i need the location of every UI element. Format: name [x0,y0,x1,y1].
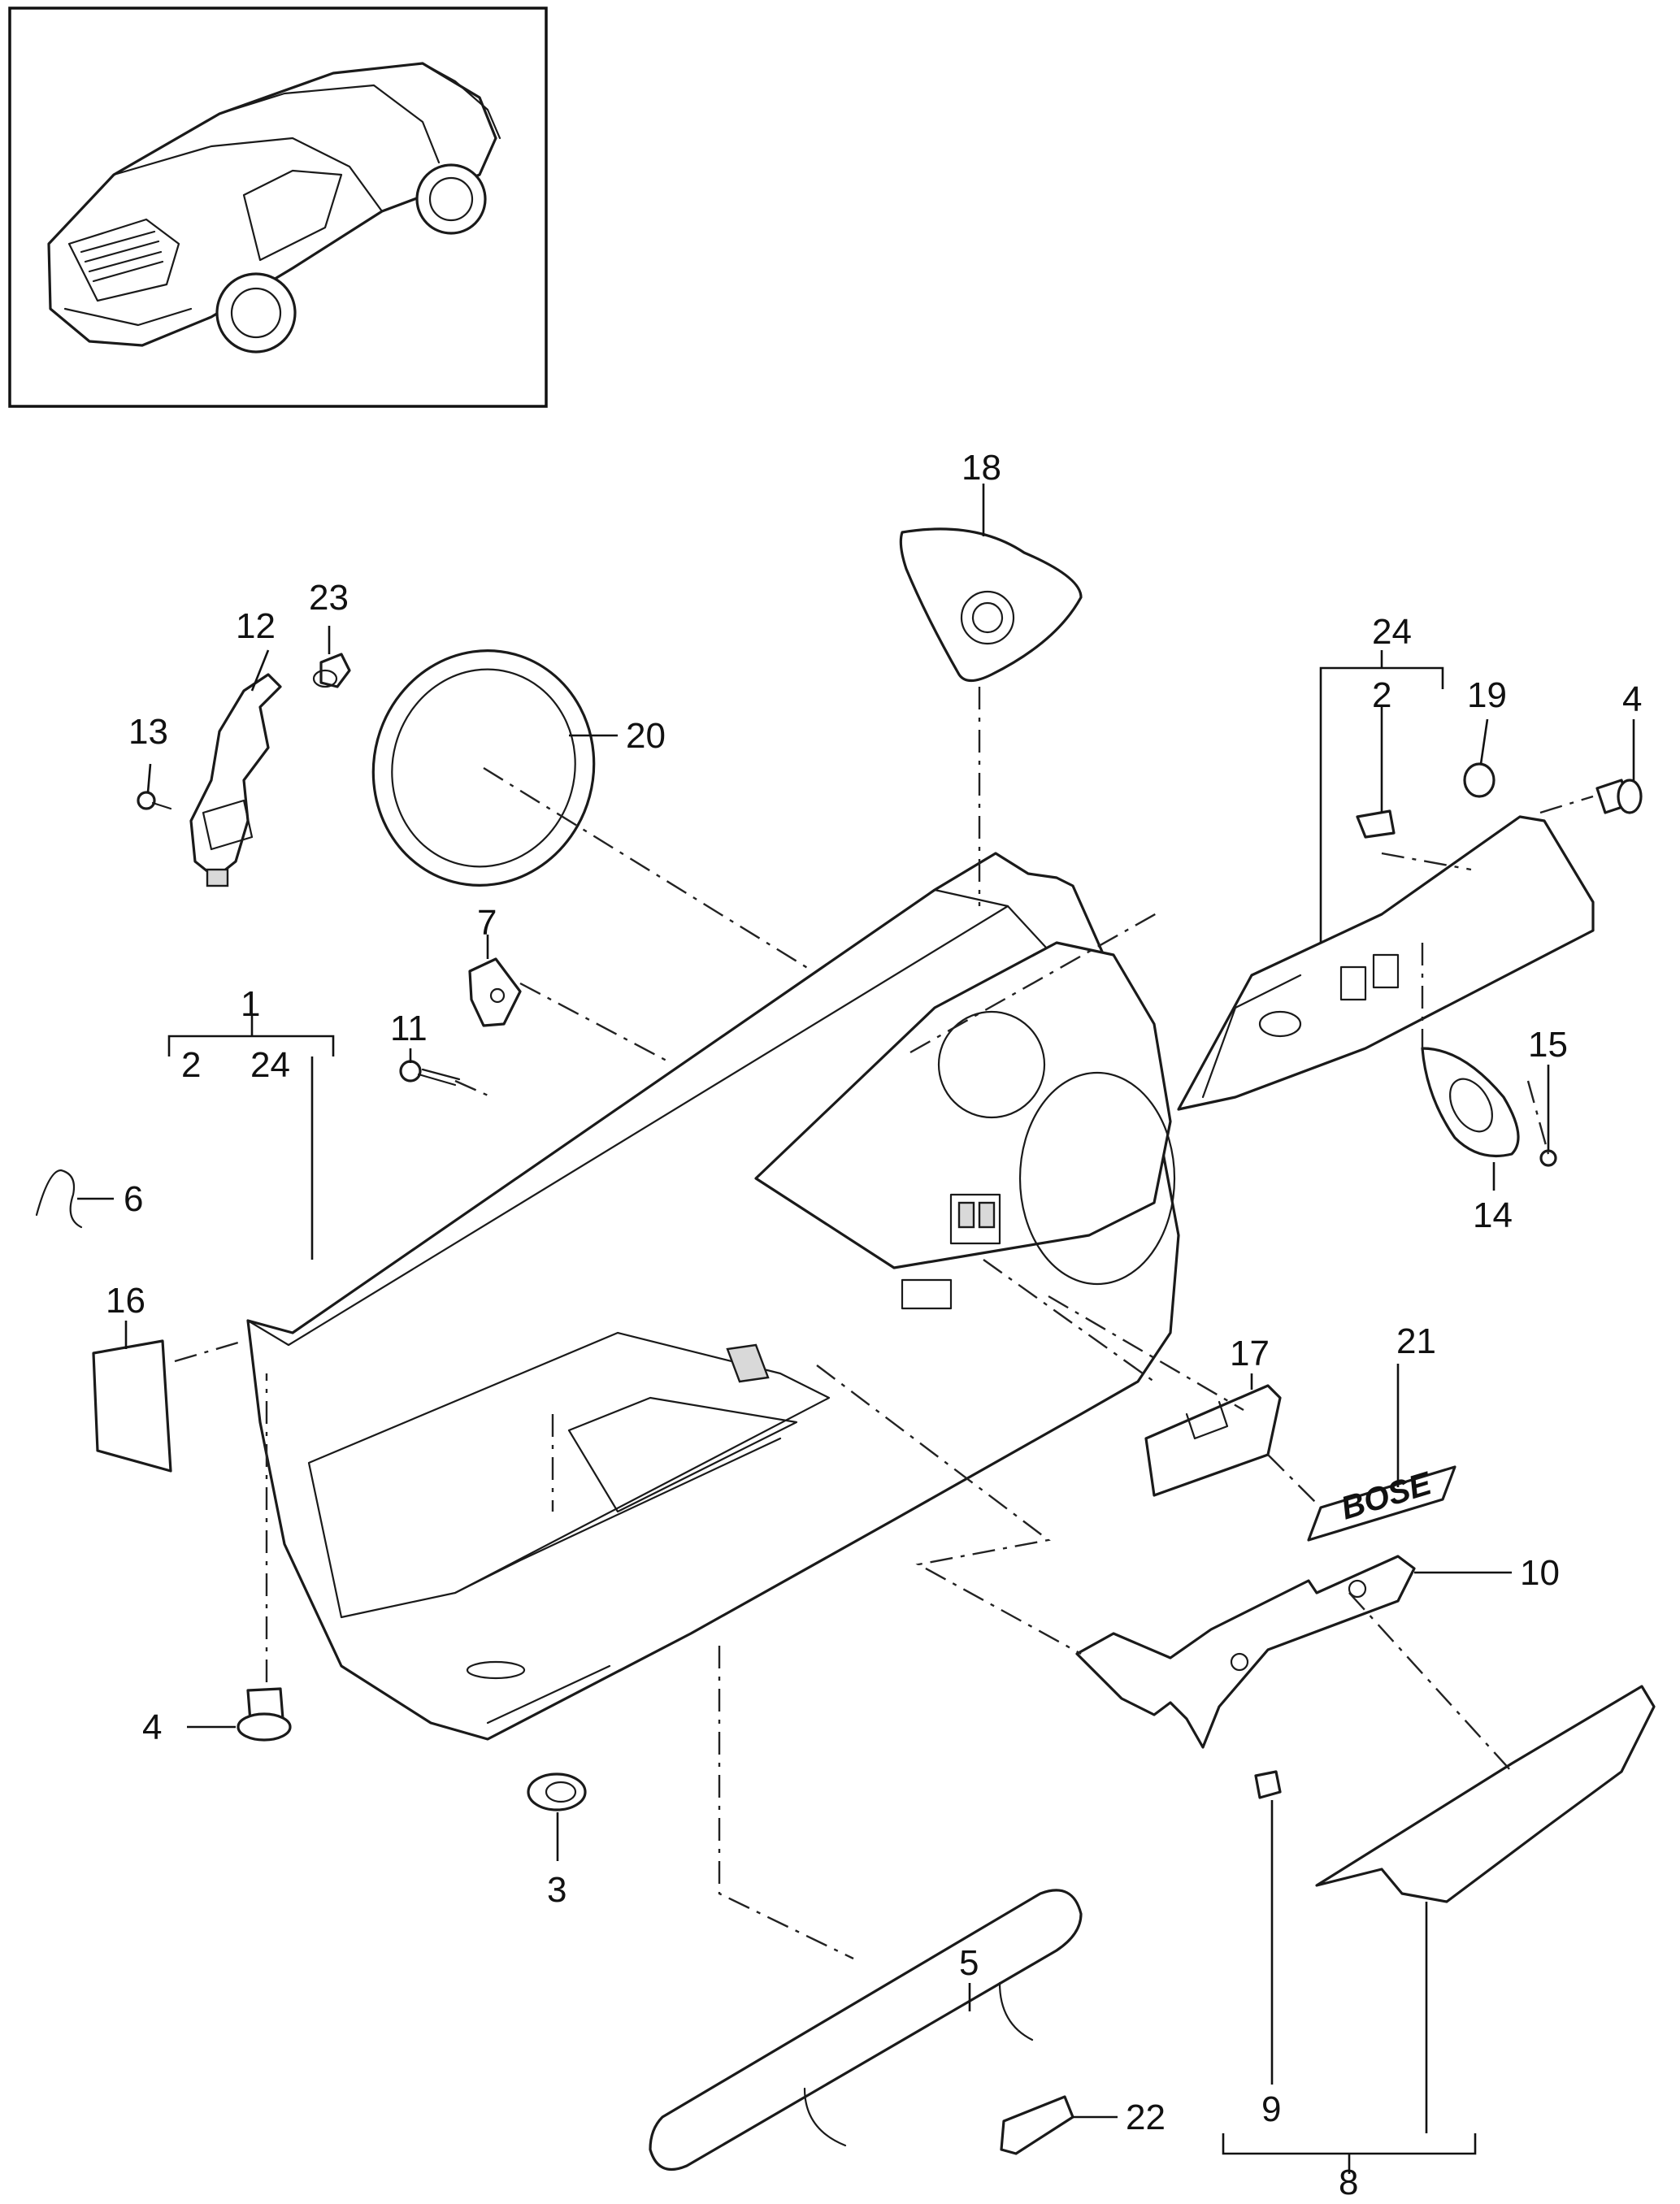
clip-9 [1254,1770,1282,1799]
label-part-14: 14 [1473,1195,1513,1235]
label-part-13: 13 [128,712,168,752]
label-part-2-right: 2 [1372,675,1391,715]
label-part-4-upper: 4 [1622,679,1642,719]
label-part-7: 7 [477,903,497,943]
callout-brackets [77,484,1635,2174]
clip-22 [1000,2095,1074,2155]
handle-cover-14 [1421,1047,1520,1158]
label-part-5: 5 [959,1943,979,1983]
label-part-4-lower: 4 [142,1707,162,1747]
label-part-2-left: 2 [181,1045,201,1085]
car-illustration [47,62,501,354]
label-part-24-right: 24 [1372,612,1412,652]
label-part-16: 16 [106,1281,145,1321]
label-part-3: 3 [547,1870,567,1910]
grommet-3 [527,1772,587,1811]
label-part-6: 6 [124,1179,143,1219]
label-part-9: 9 [1261,2089,1281,2129]
cap-19 [1463,762,1496,798]
leader-lines [174,687,1594,1960]
label-part-8: 8 [1339,2163,1358,2200]
speaker-cover-tweeter [899,527,1083,683]
label-part-12: 12 [236,606,276,646]
label-part-24-left: 24 [250,1045,290,1085]
screw-11 [399,1060,461,1087]
part-labels: 1 2 24 24 2 3 4 4 5 6 7 8 9 10 11 12 13 … [106,448,1642,2202]
bolt-4-lower [237,1687,292,1742]
vehicle-overview-inset [8,7,548,408]
door-panel [246,852,1180,1741]
armrest-trim-8 [1315,1685,1656,1903]
door-handle-bracket [1075,1555,1416,1749]
label-part-20: 20 [626,716,666,756]
armrest-pad-5 [649,1889,1083,2171]
end-cap-16 [92,1339,172,1473]
clip-2-right [1356,809,1396,839]
bracket-7 [468,957,522,1027]
clip-23 [312,653,351,688]
label-part-10: 10 [1520,1553,1560,1593]
label-part-18: 18 [962,448,1001,488]
label-part-19: 19 [1467,675,1507,715]
bolt-4-upper [1595,779,1643,814]
trim-piece-17 [1144,1384,1282,1497]
label-part-1: 1 [241,984,260,1024]
label-part-21: 21 [1396,1321,1436,1361]
latch-bracket [189,673,282,887]
screw-13 [137,791,172,810]
label-part-15: 15 [1528,1025,1568,1065]
label-part-22: 22 [1126,2098,1166,2137]
label-part-23: 23 [309,578,349,618]
label-part-11: 11 [390,1009,428,1048]
window-switch-trim [1177,815,1595,1111]
label-part-17: 17 [1230,1334,1270,1373]
screw-15 [1539,1149,1557,1167]
bose-badge: BOSE [1307,1465,1456,1542]
spring-clip-6 [35,1169,83,1229]
